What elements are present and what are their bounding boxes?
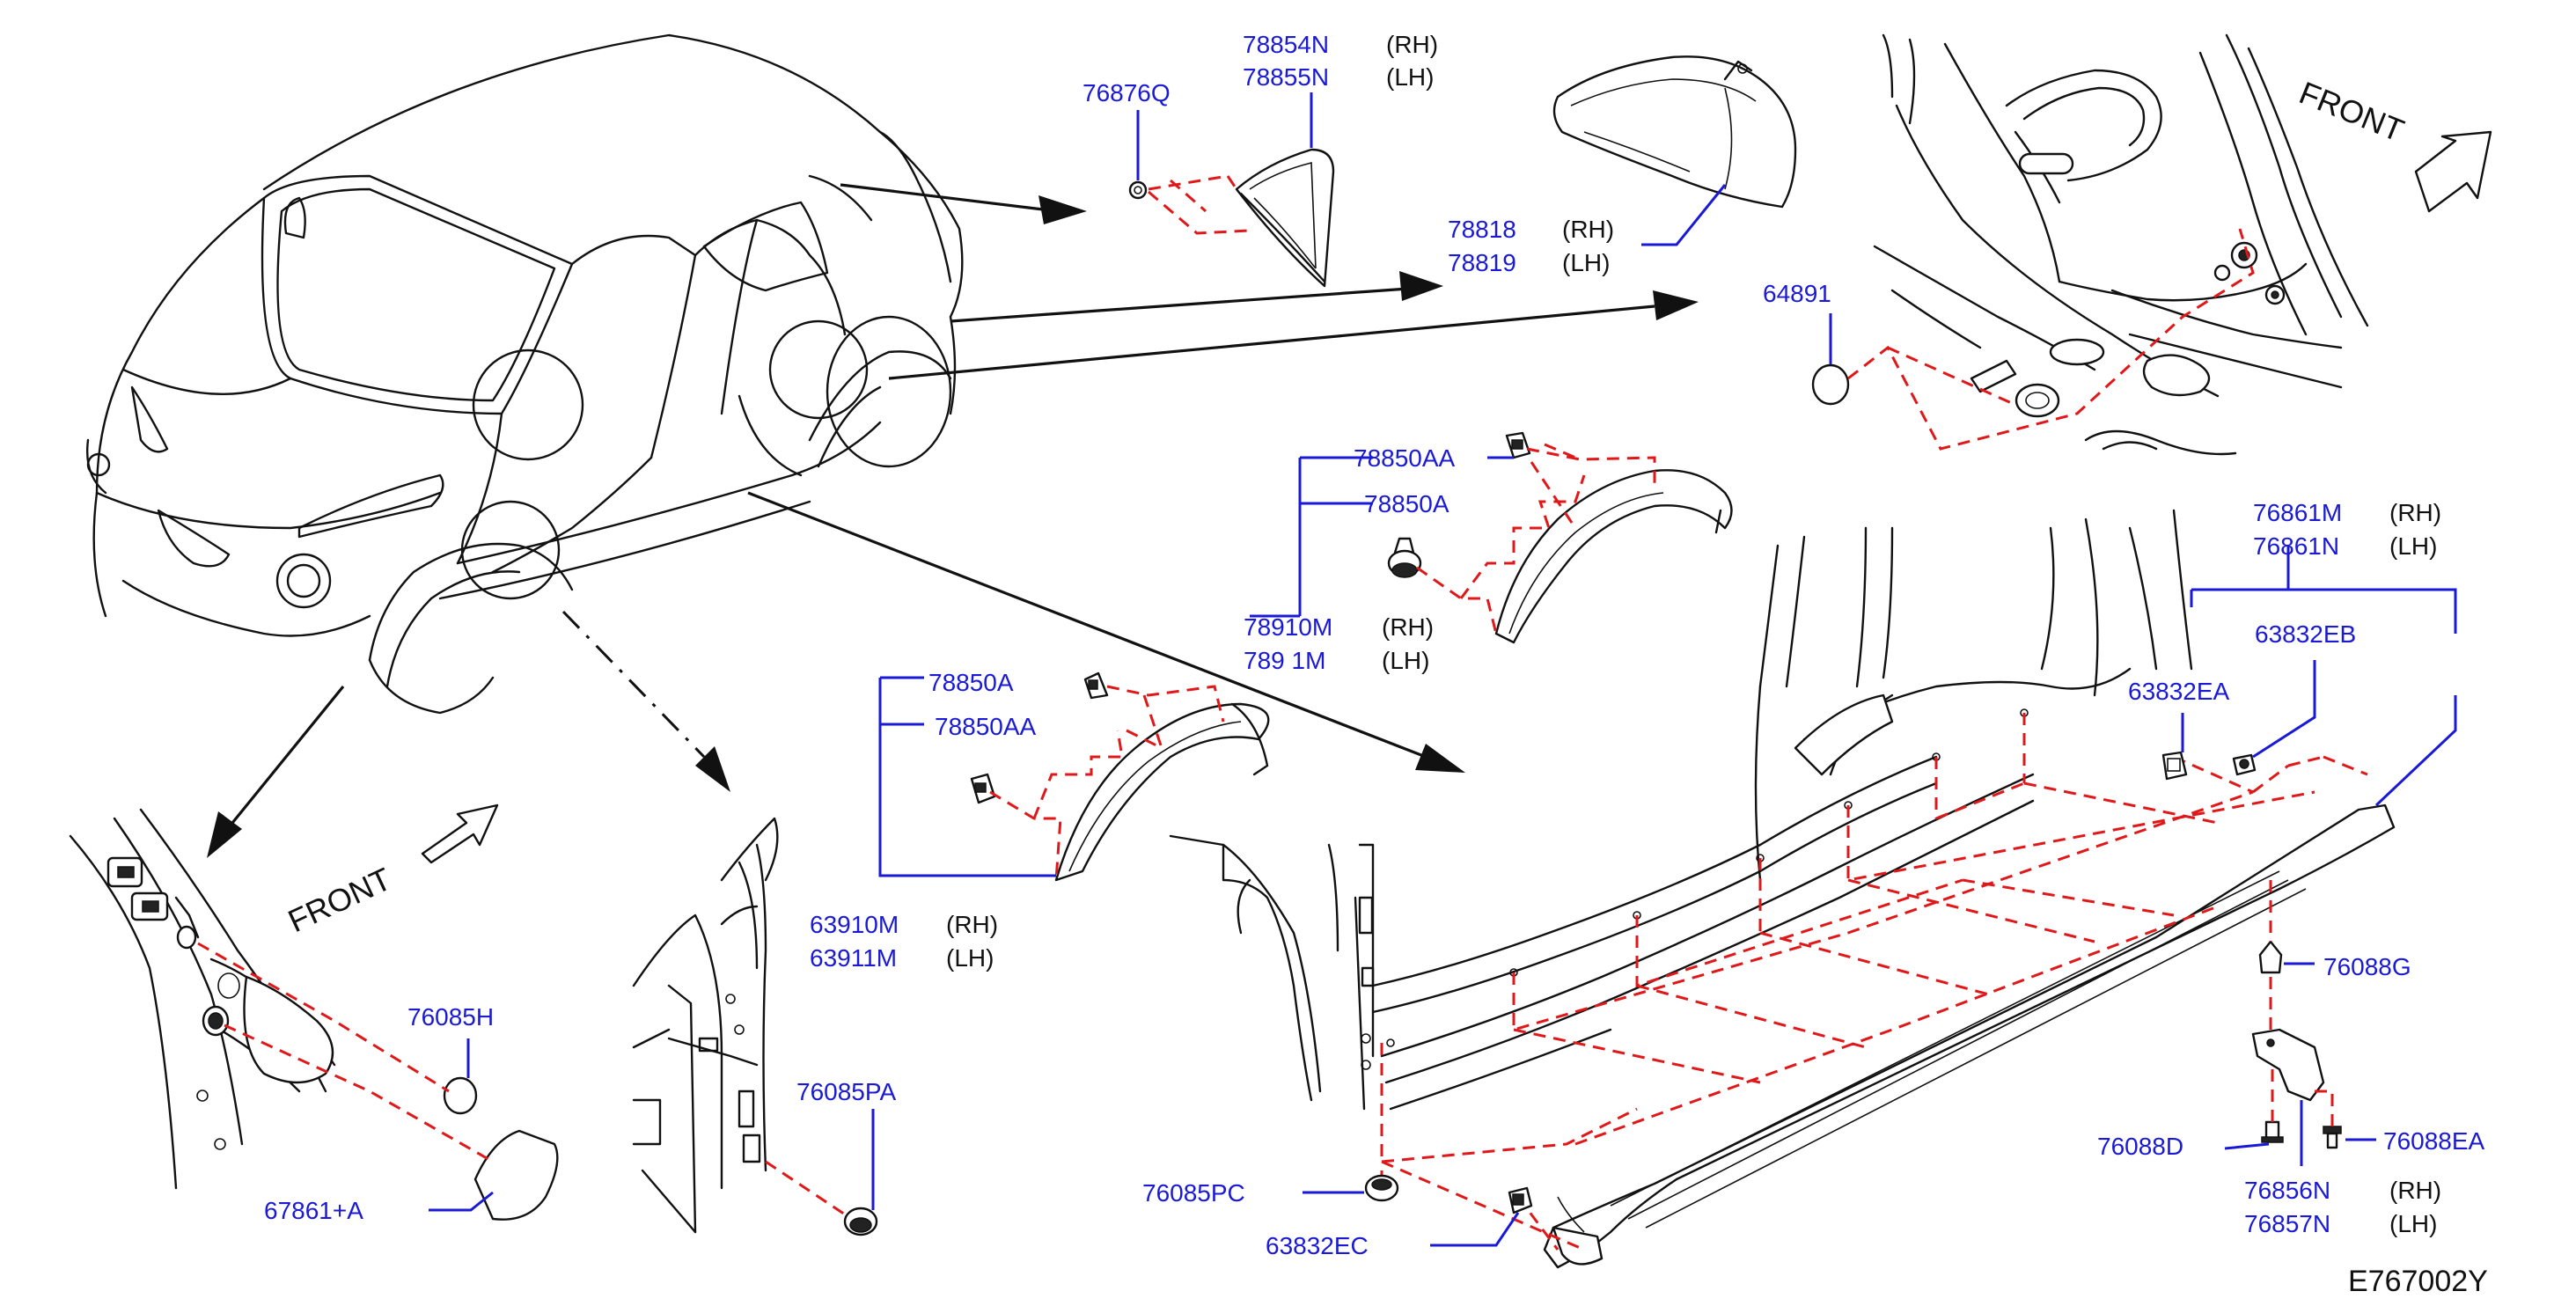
label-78819-side: (LH) bbox=[1562, 249, 1610, 276]
vehicle-outline bbox=[86, 33, 964, 715]
label-78854n-side: (RH) bbox=[1386, 31, 1438, 58]
label-78911m-side: (LH) bbox=[1382, 647, 1429, 674]
label-76088d: 76088D bbox=[2097, 1133, 2183, 1160]
label-78818-side: (RH) bbox=[1562, 216, 1614, 243]
clip-63832eb bbox=[2232, 753, 2257, 776]
label-78854n: 78854N bbox=[1243, 31, 1329, 58]
clip-76088g bbox=[2258, 940, 2283, 974]
label-76876q: 76876Q bbox=[1083, 79, 1171, 106]
label-76857n-side: (LH) bbox=[2389, 1210, 2437, 1237]
part-labels: 76876Q 78854N (RH) 78855N (LH) 78818 (RH… bbox=[264, 31, 2485, 1259]
label-78855n: 78855N bbox=[1243, 63, 1329, 91]
label-78850a-top: 78850A bbox=[1364, 490, 1449, 517]
clip-63832ea bbox=[2161, 751, 2188, 781]
label-63832eb: 63832EB bbox=[2255, 620, 2356, 648]
grommet-76085pc bbox=[1364, 1174, 1399, 1202]
diagram-code: E767002Y bbox=[2348, 1265, 2488, 1298]
rear-wheel-arch-molding bbox=[1494, 469, 1733, 644]
front-label-left: FRONT bbox=[283, 861, 397, 940]
label-78910m-side: (RH) bbox=[1382, 613, 1434, 641]
label-76088ea: 76088EA bbox=[2383, 1127, 2485, 1155]
label-78818: 78818 bbox=[1448, 216, 1516, 243]
cover-67861a bbox=[473, 1129, 559, 1221]
label-63911m-side: (LH) bbox=[946, 944, 994, 972]
quarter-window-part bbox=[1235, 148, 1335, 288]
label-78850aa-mid: 78850AA bbox=[935, 713, 1037, 740]
clip-78850aa-mid bbox=[970, 773, 996, 804]
label-78850a-mid: 78850A bbox=[928, 669, 1014, 696]
label-63910m: 63910M bbox=[810, 911, 899, 938]
clip-76876q bbox=[1128, 180, 1148, 200]
label-63911m: 63911M bbox=[810, 944, 897, 972]
front-wheel-arch-molding bbox=[1054, 702, 1270, 882]
label-76861n: 76861N bbox=[2253, 532, 2339, 560]
label-63832ea: 63832EA bbox=[2128, 678, 2230, 705]
label-78819: 78819 bbox=[1448, 249, 1516, 276]
label-63832ec: 63832EC bbox=[1266, 1232, 1369, 1259]
label-78910m: 78910M bbox=[1244, 613, 1332, 641]
clip-78850aa-top bbox=[1505, 431, 1531, 459]
label-64891: 64891 bbox=[1763, 280, 1831, 307]
label-76085pc: 76085PC bbox=[1142, 1179, 1245, 1207]
leader-lines bbox=[429, 92, 2457, 1247]
label-78855n-side: (LH) bbox=[1386, 63, 1434, 91]
label-76085h: 76085H bbox=[407, 1003, 494, 1031]
rear-floor-panel bbox=[1811, 33, 2492, 456]
clip-63832ec bbox=[1508, 1186, 1533, 1214]
label-67861a: 67861+A bbox=[264, 1197, 363, 1224]
label-76861m: 76861M bbox=[2253, 499, 2342, 526]
label-78850aa-top: 78850AA bbox=[1354, 444, 1456, 472]
clip-78850a-mid bbox=[1083, 671, 1109, 700]
front-label-top-right: FRONT bbox=[2294, 74, 2409, 148]
seal-76085h bbox=[443, 1076, 478, 1115]
front-pillar-panel bbox=[69, 803, 499, 1190]
label-76085pa: 76085PA bbox=[796, 1078, 896, 1105]
label-63910m-side: (RH) bbox=[946, 911, 998, 938]
rear-inner-panel-78818 bbox=[1552, 55, 1797, 209]
screw-76088ea bbox=[2323, 1126, 2342, 1149]
label-76861n-side: (LH) bbox=[2389, 532, 2437, 560]
vehicle-callout-arrows bbox=[207, 183, 1699, 858]
center-pillar-panel bbox=[632, 817, 779, 1234]
label-76861m-side: (RH) bbox=[2389, 499, 2441, 526]
label-78911m: 789 1M bbox=[1244, 647, 1325, 674]
screw-76088d bbox=[2261, 1120, 2284, 1143]
label-76856n-side: (RH) bbox=[2389, 1177, 2441, 1204]
side-body-panel bbox=[1169, 509, 2193, 1111]
label-76857n: 76857N bbox=[2244, 1210, 2330, 1237]
label-76856n: 76856N bbox=[2244, 1177, 2330, 1204]
clip-78850a-top bbox=[1387, 537, 1422, 578]
label-76088g: 76088G bbox=[2323, 953, 2411, 980]
grommet-76085pa bbox=[843, 1207, 878, 1236]
bracket-76856n bbox=[2251, 1028, 2325, 1102]
